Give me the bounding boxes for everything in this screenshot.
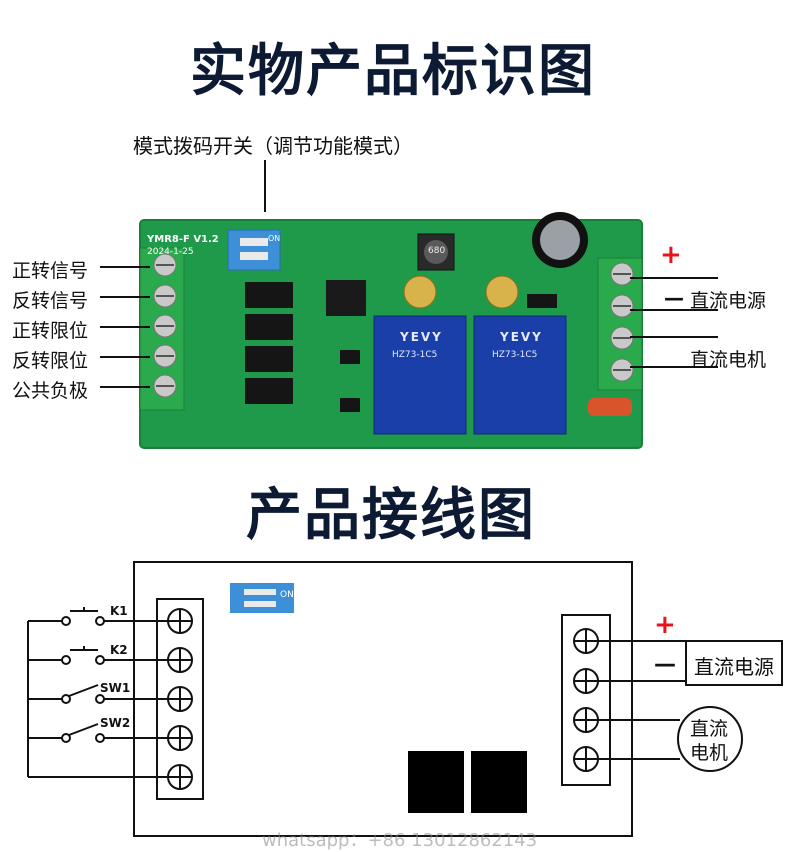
pcb-date: 2024-1-25	[147, 247, 194, 257]
bottom-title: 产品接线图	[246, 483, 536, 548]
optocouplers	[245, 282, 293, 404]
label-dc-power: 直流电源	[690, 290, 767, 312]
switch-label-k1: K1	[110, 604, 128, 618]
wiring-minus-sign: —	[654, 652, 676, 677]
right-terminal-screws	[610, 262, 634, 382]
wiring-switch-lines	[27, 607, 168, 778]
label-forward-limit: 正转限位	[12, 320, 89, 342]
photo-plus-sign: +	[660, 240, 682, 270]
fuse	[588, 398, 632, 416]
switch-label-sw2: SW2	[100, 716, 131, 730]
switch-label-sw1: SW1	[100, 681, 131, 695]
wiring-motor-label-2: 电机	[690, 742, 729, 764]
relay-2	[473, 315, 567, 435]
label-reverse-limit: 反转限位	[12, 350, 89, 372]
left-pointer-lines	[100, 266, 150, 388]
wiring-dip-on: ON	[280, 590, 294, 600]
dc-motor	[677, 706, 743, 772]
pcb-photo	[100, 212, 718, 449]
pcb-relay2-model: HZ73-1C5	[492, 350, 538, 360]
label-dc-motor: 直流电机	[690, 349, 767, 371]
dip-pointer-line	[264, 160, 266, 212]
label-reverse-signal: 反转信号	[12, 290, 89, 312]
dip-switch-label: 模式拨码开关（调节功能模式）	[133, 134, 413, 158]
watermark: whatsapp：+86 13012862143	[262, 830, 538, 851]
pcb-dip-on: ON	[268, 234, 281, 243]
module-outline	[133, 561, 633, 837]
pcb-model: YMR8-F V1.2	[147, 234, 219, 245]
photo-minus-sign: —	[664, 286, 684, 310]
wiring-relay-2	[471, 751, 527, 813]
wiring-diagram	[27, 583, 783, 813]
wiring-motor-label-1: 直流	[690, 718, 729, 740]
label-forward-signal: 正转信号	[12, 260, 89, 282]
top-title: 实物产品标识图	[190, 39, 596, 104]
capacitor-small-2	[485, 275, 519, 309]
right-pointer-lines	[630, 277, 718, 368]
wiring-right-terminal-circles	[573, 628, 599, 772]
dip-switch	[227, 229, 281, 271]
wiring-plus-sign: +	[654, 610, 676, 640]
switch-label-k2: K2	[110, 643, 128, 657]
wiring-dip-switch	[230, 583, 294, 613]
label-common-negative: 公共负极	[12, 380, 89, 402]
pcb-relay1-model: HZ73-1C5	[392, 350, 438, 360]
wiring-power-lines	[598, 640, 686, 760]
ic-chip	[326, 280, 366, 316]
pcb-inductor-label: 680	[428, 246, 446, 256]
wiring-power-label: 直流电源	[694, 655, 774, 679]
pcb-relay1-brand: YEVY	[400, 330, 443, 344]
pcb-relay2-brand: YEVY	[500, 330, 543, 344]
relay-1	[373, 315, 467, 435]
left-terminal-screws	[153, 253, 177, 398]
capacitor-small-1	[403, 275, 437, 309]
wiring-relay-1	[408, 751, 464, 813]
power-supply-box	[685, 640, 783, 686]
